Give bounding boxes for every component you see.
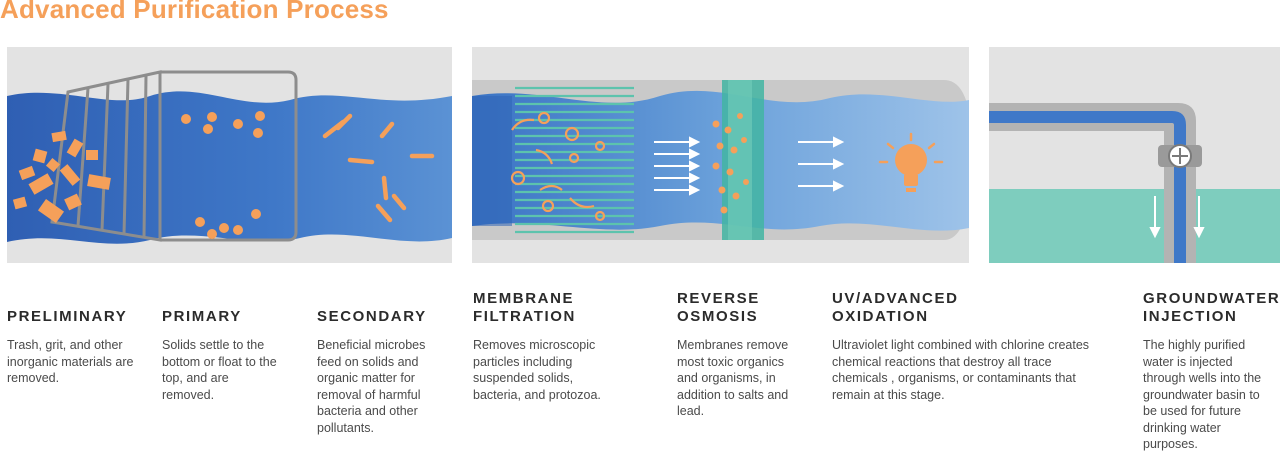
step-heading: UV/ADVANCED OXIDATION bbox=[832, 290, 959, 325]
microbes bbox=[322, 113, 435, 223]
valve-icon bbox=[1158, 144, 1202, 168]
step-uv-advanced-oxidation: UV/ADVANCED OXIDATION Ultraviolet light … bbox=[832, 290, 1104, 403]
flow-arrows bbox=[654, 136, 845, 196]
step-description: The highly purified water is injected th… bbox=[1143, 338, 1262, 451]
step-secondary: SECONDARY Beneficial microbes feed on so… bbox=[317, 308, 445, 436]
trash-particles bbox=[12, 130, 111, 224]
panel-advanced-treatment bbox=[472, 47, 969, 263]
page-title: Advanced Purification Process bbox=[0, 0, 389, 24]
filtered-particles bbox=[510, 111, 606, 222]
settling-solids bbox=[181, 111, 265, 239]
step-description: Trash, grit, and other inorganic materia… bbox=[7, 338, 134, 385]
step-heading: MEMBRANE FILTRATION bbox=[473, 290, 576, 325]
step-heading: PRIMARY bbox=[162, 308, 242, 325]
groundwater-basin bbox=[989, 189, 1280, 263]
step-heading: REVERSE OSMOSIS bbox=[677, 290, 760, 325]
step-heading: PRELIMINARY bbox=[7, 308, 128, 325]
screen-funnel-icon bbox=[50, 70, 298, 242]
step-heading: SECONDARY bbox=[317, 308, 427, 325]
step-primary: PRIMARY Solids settle to the bottom or f… bbox=[162, 308, 282, 403]
step-description: Removes microscopic particles including … bbox=[473, 338, 601, 402]
uv-lightbulb-icon bbox=[878, 132, 944, 192]
injection-arrows bbox=[1149, 196, 1205, 239]
step-description: Beneficial microbes feed on solids and o… bbox=[317, 338, 426, 435]
step-reverse-osmosis: REVERSE OSMOSIS Membranes remove most to… bbox=[677, 290, 802, 420]
panel-groundwater-injection bbox=[989, 47, 1280, 263]
process-illustration bbox=[7, 47, 1280, 263]
ro-salts bbox=[712, 113, 749, 214]
step-membrane-filtration: MEMBRANE FILTRATION Removes microscopic … bbox=[473, 290, 618, 403]
step-description: Membranes remove most toxic organics and… bbox=[677, 338, 789, 418]
step-description: Solids settle to the bottom or float to … bbox=[162, 338, 277, 402]
step-groundwater-injection: GROUNDWATER INJECTION The highly purifie… bbox=[1143, 290, 1280, 453]
membrane-filter bbox=[515, 86, 634, 234]
step-heading: GROUNDWATER INJECTION bbox=[1143, 290, 1280, 325]
panel-primary-treatment bbox=[7, 47, 452, 263]
step-preliminary: PRELIMINARY Trash, grit, and other inorg… bbox=[7, 308, 147, 387]
step-description: Ultraviolet light combined with chlorine… bbox=[832, 338, 1090, 402]
